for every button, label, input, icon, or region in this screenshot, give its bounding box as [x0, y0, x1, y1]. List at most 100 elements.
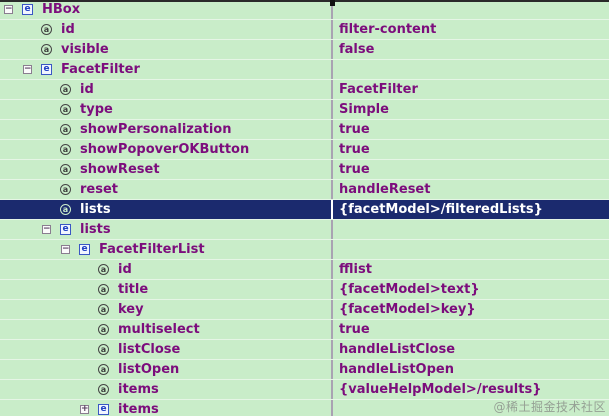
tree-cell: a id [0, 20, 331, 39]
tree-cell: a type [0, 100, 331, 119]
node-label: type [80, 102, 113, 117]
collapse-toggle-icon[interactable]: − [42, 224, 51, 234]
tree-row[interactable]: a listOpen handleListOpen [0, 360, 609, 380]
node-value[interactable]: Simple [331, 100, 609, 119]
node-value[interactable]: true [331, 160, 609, 179]
attribute-icon: a [60, 184, 71, 195]
node-value[interactable]: {facetModel>text} [331, 280, 609, 299]
node-label: title [118, 282, 149, 297]
attribute-icon: a [98, 324, 109, 335]
node-value[interactable]: handleListClose [331, 340, 609, 359]
tree-row[interactable]: + e items [0, 400, 609, 416]
collapse-toggle-icon[interactable]: − [4, 4, 13, 14]
tree-row[interactable]: − e HBox [0, 0, 609, 20]
node-value[interactable]: true [331, 120, 609, 139]
tree-row[interactable]: a id fflist [0, 260, 609, 280]
node-value[interactable]: {facetModel>key} [331, 300, 609, 319]
node-label: lists [80, 222, 111, 237]
node-label: id [80, 82, 94, 97]
column-divider-cap [330, 0, 335, 6]
expand-toggle-icon[interactable]: + [80, 404, 89, 414]
element-icon: e [60, 224, 71, 235]
node-label: multiselect [118, 322, 200, 337]
attribute-icon: a [41, 24, 52, 35]
node-value[interactable]: true [331, 320, 609, 339]
tree-row[interactable]: a type Simple [0, 100, 609, 120]
tree-row[interactable]: a listClose handleListClose [0, 340, 609, 360]
node-value[interactable] [331, 240, 609, 259]
node-value[interactable] [331, 220, 609, 239]
tree-cell: a showPersonalization [0, 120, 331, 139]
column-resize-handle[interactable] [329, 0, 333, 416]
node-label: showPersonalization [80, 122, 232, 137]
node-value[interactable] [331, 60, 609, 79]
node-value[interactable]: handleReset [331, 180, 609, 199]
tree-cell: a listClose [0, 340, 331, 359]
tree-row[interactable]: a title {facetModel>text} [0, 280, 609, 300]
attribute-icon: a [98, 364, 109, 375]
tree-row[interactable]: a multiselect true [0, 320, 609, 340]
tree-cell: − e FacetFilterList [0, 240, 331, 259]
tree-row[interactable]: a lists {facetModel>/filteredLists} [0, 200, 609, 220]
node-value[interactable]: fflist [331, 260, 609, 279]
node-value[interactable]: FacetFilter [331, 80, 609, 99]
node-value[interactable] [331, 0, 609, 19]
collapse-toggle-icon[interactable]: − [23, 64, 32, 74]
tree-cell: − e FacetFilter [0, 60, 331, 79]
node-label: id [118, 262, 132, 277]
tree-row[interactable]: − e FacetFilter [0, 60, 609, 80]
tree-row[interactable]: a items {valueHelpModel>/results} [0, 380, 609, 400]
tree-row[interactable]: a showPersonalization true [0, 120, 609, 140]
tree-row[interactable]: a showReset true [0, 160, 609, 180]
tree-cell: a listOpen [0, 360, 331, 379]
node-label: showReset [80, 162, 160, 177]
node-label: showPopoverOKButton [80, 142, 250, 157]
tree-cell: a items [0, 380, 331, 399]
attribute-icon: a [60, 164, 71, 175]
node-label: reset [80, 182, 118, 197]
element-icon: e [79, 244, 90, 255]
tree-cell: a title [0, 280, 331, 299]
tree-row[interactable]: − e lists [0, 220, 609, 240]
node-value[interactable]: {facetModel>/filteredLists} [331, 200, 609, 219]
node-value[interactable]: filter-content [331, 20, 609, 39]
attribute-icon: a [60, 124, 71, 135]
attribute-icon: a [60, 204, 71, 215]
tree-cell: a lists [0, 200, 331, 219]
node-label: items [118, 402, 159, 416]
tree-cell: a showPopoverOKButton [0, 140, 331, 159]
tree-row[interactable]: − e FacetFilterList [0, 240, 609, 260]
tree-cell: a visible [0, 40, 331, 59]
tree-cell: a id [0, 260, 331, 279]
node-label: key [118, 302, 144, 317]
node-value[interactable] [331, 400, 609, 416]
node-label: items [118, 382, 159, 397]
watermark: @稀土掘金技术社区 [493, 400, 606, 414]
element-icon: e [98, 404, 109, 415]
tree-cell: a key [0, 300, 331, 319]
tree-row[interactable]: a showPopoverOKButton true [0, 140, 609, 160]
node-label: visible [61, 42, 109, 57]
node-value[interactable]: true [331, 140, 609, 159]
tree-row[interactable]: a id filter-content [0, 20, 609, 40]
attribute-icon: a [60, 144, 71, 155]
node-label: id [61, 22, 75, 37]
tree-cell: a multiselect [0, 320, 331, 339]
tree-cell: a reset [0, 180, 331, 199]
tree-cell: a showReset [0, 160, 331, 179]
tree-row[interactable]: a reset handleReset [0, 180, 609, 200]
node-value[interactable]: {valueHelpModel>/results} [331, 380, 609, 399]
node-value[interactable]: handleListOpen [331, 360, 609, 379]
tree-row[interactable]: a key {facetModel>key} [0, 300, 609, 320]
tree-row[interactable]: a id FacetFilter [0, 80, 609, 100]
node-value[interactable]: false [331, 40, 609, 59]
attribute-icon: a [60, 104, 71, 115]
node-label: FacetFilterList [99, 242, 205, 257]
collapse-toggle-icon[interactable]: − [61, 244, 70, 254]
node-label: HBox [42, 2, 81, 17]
attribute-icon: a [98, 304, 109, 315]
attribute-icon: a [98, 344, 109, 355]
tree-row[interactable]: a visible false [0, 40, 609, 60]
tree-cell: − e lists [0, 220, 331, 239]
